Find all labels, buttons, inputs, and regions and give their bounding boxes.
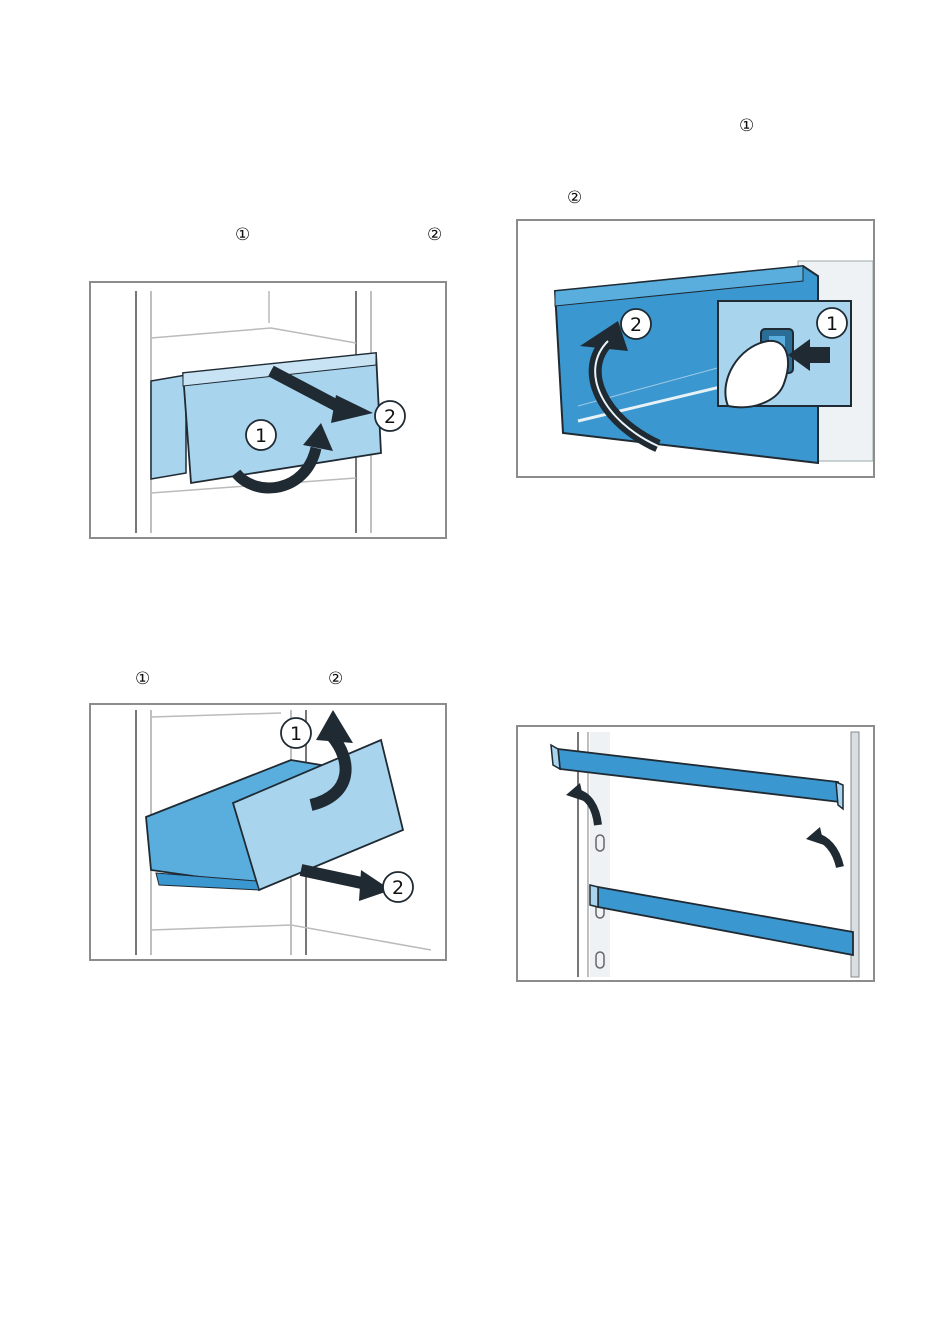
step-marker-b2: ② (567, 190, 582, 207)
callout-2: 2 (384, 406, 396, 428)
shelf-rails-illustration (518, 727, 873, 980)
step-marker-a2: ② (427, 227, 442, 244)
callout-1: 1 (255, 425, 267, 447)
front-panel-illustration: 2 1 (518, 221, 873, 476)
step-marker-a1: ① (235, 227, 250, 244)
figure-shelf-rails (516, 725, 875, 982)
callout-2: 2 (392, 877, 404, 899)
drawer-tilt-illustration: 1 2 (91, 705, 445, 959)
callout-1: 1 (290, 723, 302, 745)
figure-front-panel-release: 2 1 (516, 219, 875, 478)
figure-drawer-tilt: 1 2 (89, 703, 447, 961)
callout-2: 2 (630, 314, 642, 336)
step-marker-b1: ① (739, 118, 754, 135)
drawer-remove-illustration: 1 2 (91, 283, 445, 537)
callout-1: 1 (826, 313, 838, 335)
step-marker-c1: ① (135, 671, 150, 688)
figure-drawer-remove: 1 2 (89, 281, 447, 539)
step-marker-c2: ② (328, 671, 343, 688)
